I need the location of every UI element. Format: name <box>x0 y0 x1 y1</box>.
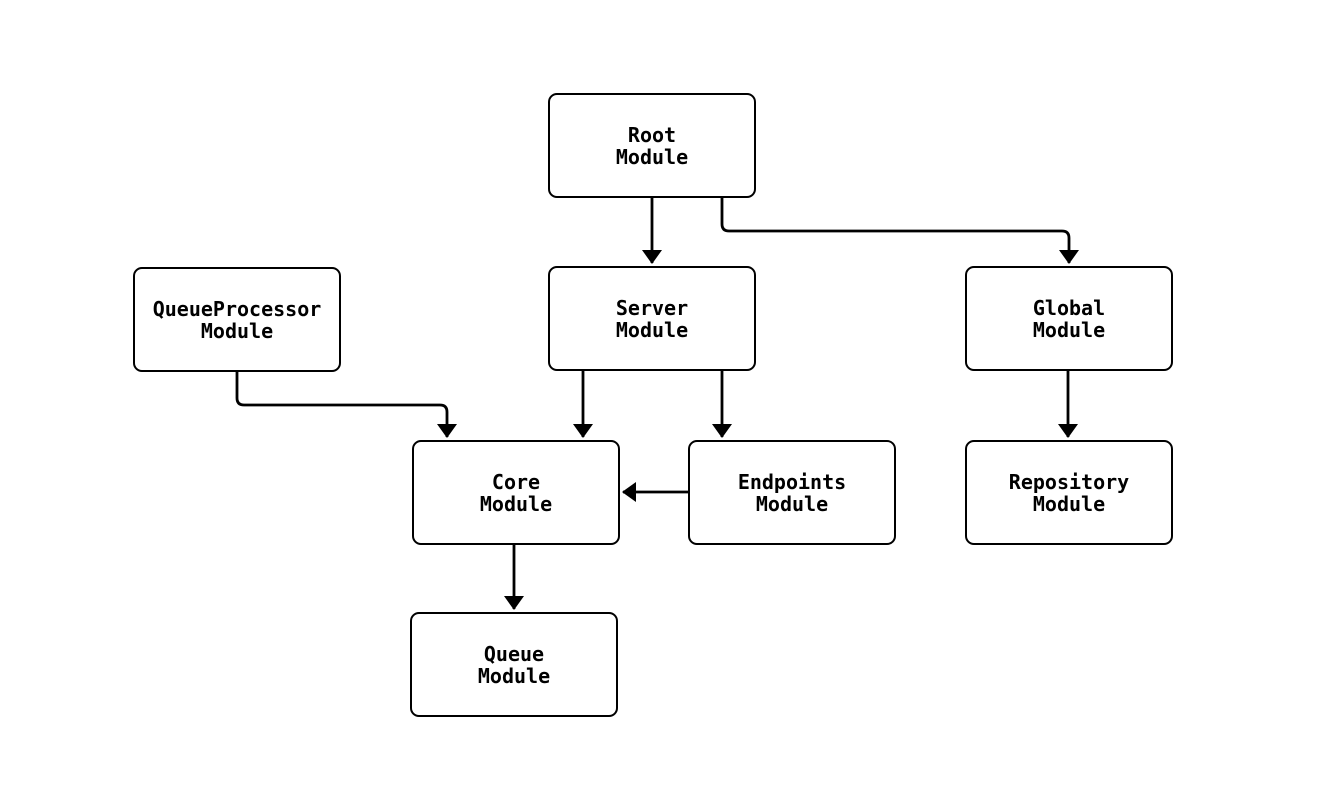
node-label-server: Server Module <box>615 295 689 342</box>
node-queueprocessor: QueueProcessor Module <box>133 267 341 372</box>
node-label-root: Root Module <box>615 122 689 169</box>
node-label-queueprocessor: QueueProcessor Module <box>152 296 322 343</box>
node-queue: Queue Module <box>410 612 618 717</box>
node-label-core: Core Module <box>479 469 553 516</box>
node-repository: Repository Module <box>965 440 1173 545</box>
edge-queueprocessor-to-core <box>235 372 457 438</box>
node-label-queue: Queue Module <box>477 641 551 688</box>
node-endpoints: Endpoints Module <box>688 440 896 545</box>
node-global: Global Module <box>965 266 1173 371</box>
node-label-endpoints: Endpoints Module <box>737 469 847 516</box>
node-label-global: Global Module <box>1032 295 1106 342</box>
node-label-repository: Repository Module <box>1008 469 1130 516</box>
node-root: Root Module <box>548 93 756 198</box>
node-server: Server Module <box>548 266 756 371</box>
node-core: Core Module <box>412 440 620 545</box>
edge-root-to-global <box>720 198 1079 264</box>
